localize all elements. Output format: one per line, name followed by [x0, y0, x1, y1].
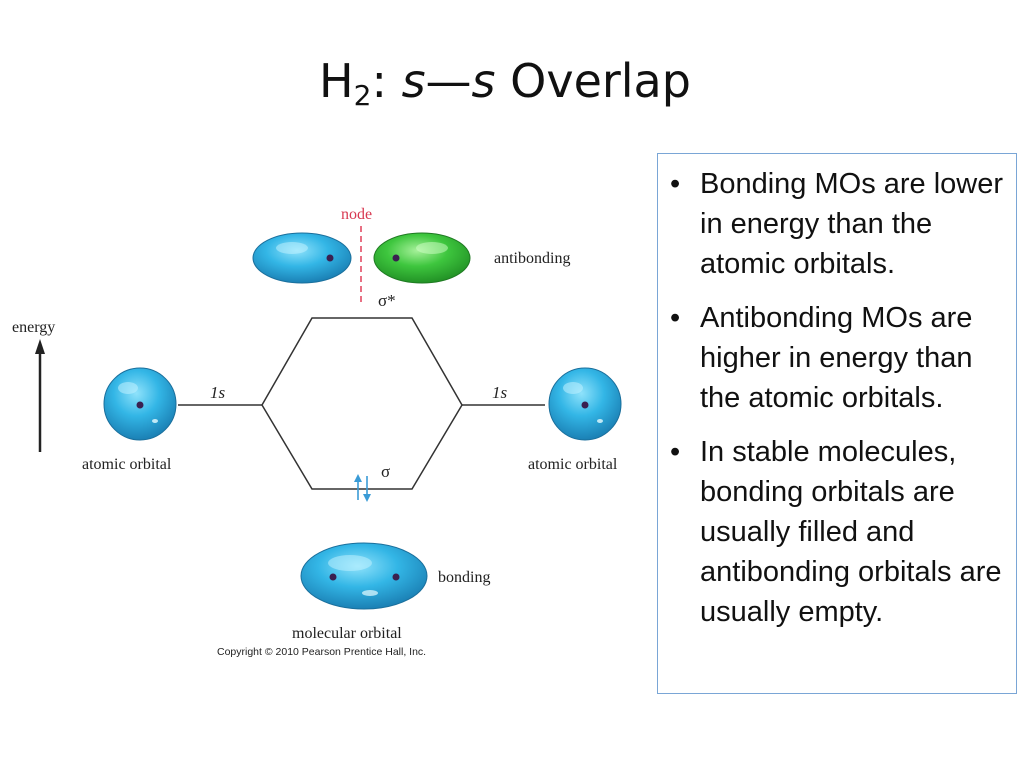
title-s2: s: [471, 54, 496, 108]
right-1s-label: 1s: [492, 383, 508, 402]
antibonding-label: antibonding: [494, 250, 570, 267]
right-atomic-orbital-label: atomic orbital: [528, 456, 618, 473]
title-dash: —: [425, 54, 472, 108]
energy-arrow-head: [35, 339, 45, 354]
left-atomic-orbital-label: atomic orbital: [82, 456, 172, 473]
antibonding-orbital: [252, 232, 471, 284]
sigma-star-label: σ*: [378, 291, 396, 310]
left-atomic-orbital: [103, 367, 177, 441]
sigma-label: σ: [381, 462, 390, 481]
title-colon: :: [371, 54, 402, 108]
bullet-list: Bonding MOs are lower in energy than the…: [668, 164, 1008, 632]
bullet-item: Bonding MOs are lower in energy than the…: [668, 164, 1008, 284]
slide-title: H2: s—s Overlap: [0, 58, 1010, 110]
bullet-item: Antibonding MOs are higher in energy tha…: [668, 298, 1008, 418]
title-prefix: H: [319, 54, 354, 108]
copyright-text: Copyright © 2010 Pearson Prentice Hall, …: [217, 646, 427, 658]
title-subscript: 2: [353, 79, 372, 112]
mo-connector-lines: [261, 317, 463, 490]
title-s1: s: [401, 54, 426, 108]
node-label: node: [341, 206, 372, 223]
right-atomic-orbital: [548, 367, 622, 441]
molecular-orbital-label: molecular orbital: [292, 625, 402, 642]
electron-pair-arrows: [354, 474, 371, 502]
mo-diagram: energy 1s atomic orbital 1s atomic orbit…: [12, 206, 622, 642]
bonding-orbital: [300, 542, 428, 610]
left-1s-label: 1s: [210, 383, 226, 402]
title-rest: Overlap: [495, 54, 691, 108]
bullet-item: In stable molecules, bonding orbitals ar…: [668, 432, 1008, 632]
bonding-label: bonding: [438, 569, 490, 586]
energy-label: energy: [12, 319, 55, 336]
bullet-text-box: Bonding MOs are lower in energy than the…: [657, 153, 1017, 694]
